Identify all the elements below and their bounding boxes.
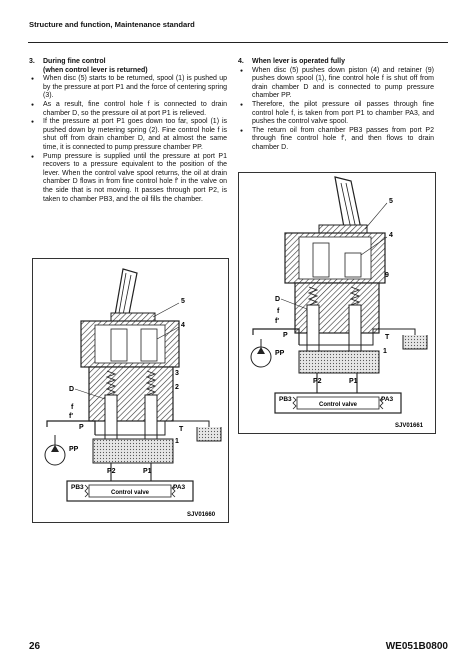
label-fp: f' bbox=[275, 318, 279, 325]
label-n4: 4 bbox=[181, 322, 185, 329]
right-bullet: When disc (5) pushes down piston (4) and… bbox=[238, 67, 434, 101]
left-section-subheading: (when control lever is returned) bbox=[43, 66, 148, 74]
label-P2: P2 bbox=[313, 378, 322, 385]
spool-left bbox=[306, 304, 320, 354]
piston bbox=[312, 242, 330, 278]
figure-full-operation: 5 4 9 1 D f f' P T PP P2 P1 PB3 PA3 Cont… bbox=[238, 172, 436, 434]
valve-diagram-left: 5 4 3 2 1 D f f' P T PP P2 P1 PB3 PA3 Co… bbox=[44, 268, 222, 518]
label-n4: 4 bbox=[389, 232, 393, 239]
right-bullet-list: When disc (5) pushes down piston (4) and… bbox=[238, 67, 434, 153]
label-T: T bbox=[385, 334, 390, 341]
tank bbox=[402, 335, 428, 350]
label-P1: P1 bbox=[143, 468, 152, 475]
control-valve-label: Control valve bbox=[111, 490, 150, 496]
right-section-number: 4. bbox=[238, 58, 244, 65]
left-section-title: During fine control bbox=[43, 58, 106, 65]
left-bullet: Pump pressure is supplied until the pres… bbox=[29, 153, 227, 205]
spool-right bbox=[144, 394, 158, 442]
right-column: 4. When lever is operated fully When dis… bbox=[238, 58, 434, 153]
valve-diagram-right: 5 4 9 1 D f f' P T PP P2 P1 PB3 PA3 Cont… bbox=[250, 176, 428, 429]
control-valve-label: Control valve bbox=[319, 402, 358, 408]
label-f: f bbox=[71, 404, 74, 411]
label-P1: P1 bbox=[349, 378, 358, 385]
pump-line bbox=[46, 420, 96, 435]
left-bullet: When disc (5) starts to be returned, spo… bbox=[29, 75, 227, 101]
left-section-heading: 3. During fine control bbox=[29, 58, 227, 67]
label-f: f bbox=[277, 308, 280, 315]
spring-right bbox=[349, 286, 361, 306]
label-PA3: PA3 bbox=[381, 396, 394, 403]
label-n1: 1 bbox=[175, 438, 179, 445]
figure-fine-control: 5 4 3 2 1 D f f' P T PP P2 P1 PB3 PA3 Co… bbox=[32, 258, 229, 523]
left-bullet-list: When disc (5) starts to be returned, spo… bbox=[29, 75, 227, 204]
header-rule bbox=[28, 42, 448, 43]
lever bbox=[114, 268, 138, 320]
right-bullet: The return oil from chamber PB3 passes f… bbox=[238, 127, 434, 153]
page-number: 26 bbox=[29, 641, 41, 652]
left-column: 3. During fine control (when control lev… bbox=[29, 58, 227, 204]
piston bbox=[110, 328, 128, 362]
document-code: WE051B0800 bbox=[385, 641, 448, 652]
label-PB3: PB3 bbox=[279, 396, 292, 403]
label-D: D bbox=[69, 386, 74, 393]
label-P: P bbox=[283, 332, 288, 339]
label-n1: 1 bbox=[383, 348, 387, 355]
label-PP: PP bbox=[69, 446, 79, 453]
header-title: Structure and function, Maintenance stan… bbox=[29, 20, 195, 29]
label-P: P bbox=[79, 424, 84, 431]
figure-code-left: SJV01660 bbox=[187, 512, 216, 518]
right-bullet: Therefore, the pilot pressure oil passes… bbox=[238, 101, 434, 127]
label-T: T bbox=[179, 426, 184, 433]
label-D: D bbox=[275, 296, 280, 303]
spring-left bbox=[307, 286, 319, 306]
spring-right bbox=[145, 370, 157, 396]
left-section-number: 3. bbox=[29, 58, 35, 65]
left-bullet: As a result, fine control hole f is conn… bbox=[29, 101, 227, 118]
figure-code-right: SJV01661 bbox=[395, 423, 424, 429]
left-bullet: If the pressure at port P1 goes down too… bbox=[29, 118, 227, 152]
valve-body-lower bbox=[88, 366, 174, 422]
tank bbox=[196, 427, 222, 442]
right-section-heading: 4. When lever is operated fully bbox=[238, 58, 434, 67]
label-fp: f' bbox=[69, 413, 73, 420]
label-PB3: PB3 bbox=[71, 484, 84, 491]
label-n5: 5 bbox=[389, 198, 393, 205]
right-section-title: When lever is operated fully bbox=[252, 58, 345, 65]
pump-line bbox=[252, 328, 300, 345]
label-PP: PP bbox=[275, 350, 285, 357]
label-n3: 3 bbox=[175, 370, 179, 377]
label-PA3: PA3 bbox=[173, 484, 186, 491]
label-n5: 5 bbox=[181, 298, 185, 305]
label-n2: 2 bbox=[175, 384, 179, 391]
label-P2: P2 bbox=[107, 468, 116, 475]
spool-left bbox=[104, 394, 118, 442]
label-n9: 9 bbox=[385, 272, 389, 279]
spool-right bbox=[348, 304, 362, 354]
spring-left bbox=[105, 370, 117, 396]
